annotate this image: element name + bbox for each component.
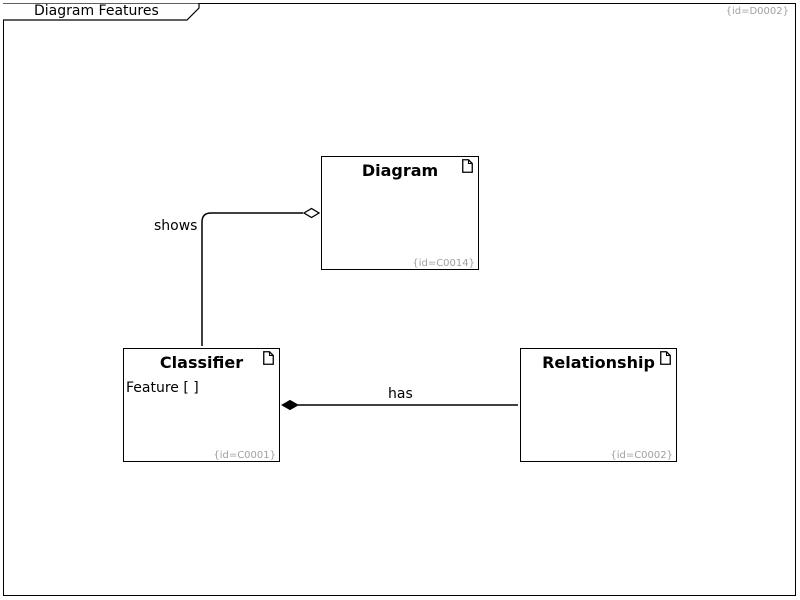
class-name: Relationship [542, 353, 655, 372]
class-attribute: Feature [ ] [126, 380, 199, 396]
class-id: {id=C0001} [213, 450, 276, 461]
document-icon [462, 159, 473, 173]
diagram-frame: {id=D0002} [3, 3, 796, 596]
frame-title-tab [3, 3, 200, 21]
class-id: {id=C0014} [412, 258, 475, 269]
diagram-id: {id=D0002} [725, 6, 789, 17]
class-name: Classifier [159, 353, 244, 372]
class-id: {id=C0002} [610, 450, 673, 461]
class-relationship[interactable]: Relationship {id=C0002} [520, 348, 677, 462]
class-diagram[interactable]: Diagram {id=C0014} [321, 156, 479, 270]
document-icon [660, 351, 671, 365]
class-classifier[interactable]: Classifier Feature [ ] {id=C0001} [123, 348, 280, 462]
has-label: has [388, 386, 413, 402]
document-icon [263, 351, 274, 365]
class-name: Diagram [361, 161, 439, 180]
shows-label: shows [154, 218, 198, 234]
association-has[interactable] [280, 399, 518, 411]
diagram-title: Diagram Features [34, 3, 159, 19]
association-shows[interactable] [201, 207, 321, 347]
